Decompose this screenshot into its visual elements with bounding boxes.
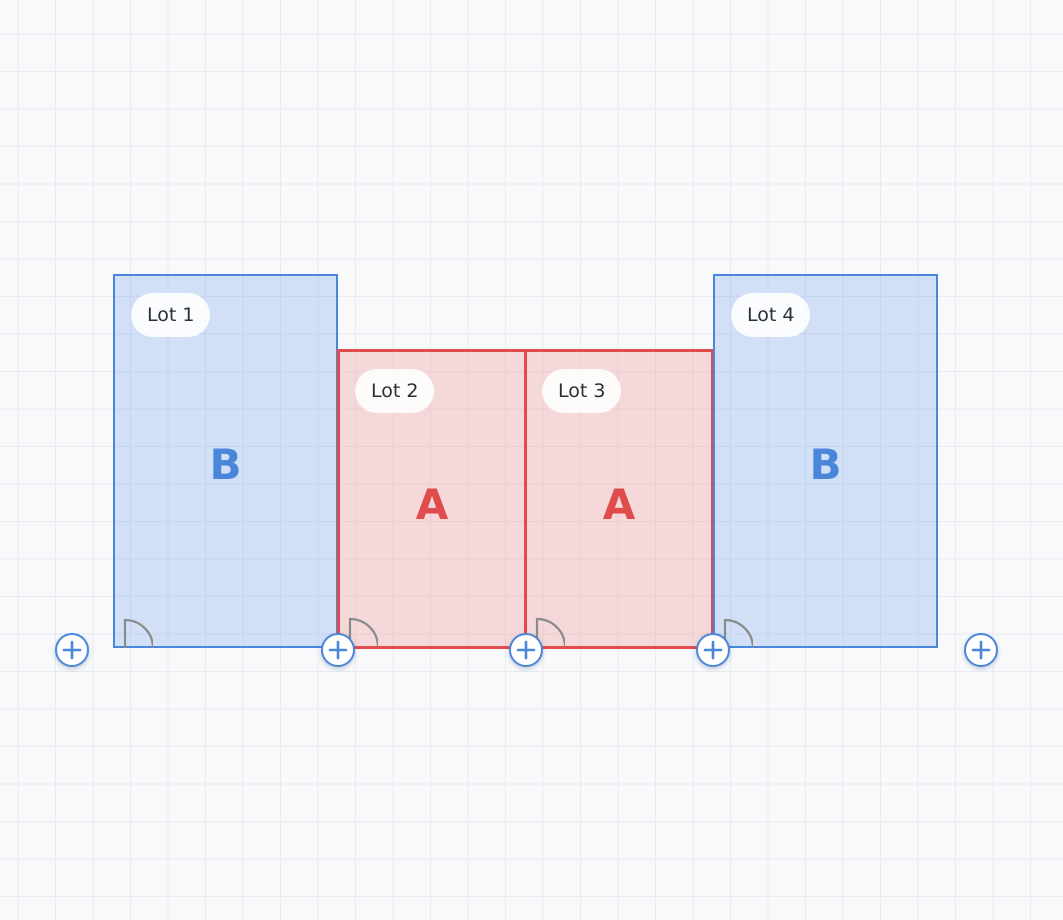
lot-label: Lot 3 xyxy=(542,369,622,413)
add-lot-button[interactable] xyxy=(321,633,355,667)
lot-label: Lot 4 xyxy=(731,293,811,337)
lot-type-letter: B xyxy=(809,440,842,489)
add-lot-button[interactable] xyxy=(696,633,730,667)
lot-4[interactable]: Lot 4 B xyxy=(713,274,938,648)
add-lot-button[interactable] xyxy=(55,633,89,667)
door-swing-icon xyxy=(123,618,153,648)
add-lot-button[interactable] xyxy=(509,633,543,667)
add-lot-button[interactable] xyxy=(964,633,998,667)
lot-3[interactable]: Lot 3 A xyxy=(524,349,714,649)
lot-label: Lot 1 xyxy=(131,293,211,337)
lot-type-letter: A xyxy=(415,480,449,529)
lot-1[interactable]: Lot 1 B xyxy=(113,274,338,648)
plus-icon xyxy=(971,640,991,660)
door-swing-icon xyxy=(535,617,565,647)
lot-2[interactable]: Lot 2 A xyxy=(337,349,527,649)
door-swing-icon xyxy=(723,618,753,648)
lot-type-letter: A xyxy=(602,480,636,529)
plus-icon xyxy=(703,640,723,660)
plus-icon xyxy=(62,640,82,660)
lot-label: Lot 2 xyxy=(355,369,435,413)
plus-icon xyxy=(516,640,536,660)
lot-type-letter: B xyxy=(209,440,242,489)
door-swing-icon xyxy=(348,617,378,647)
plus-icon xyxy=(328,640,348,660)
